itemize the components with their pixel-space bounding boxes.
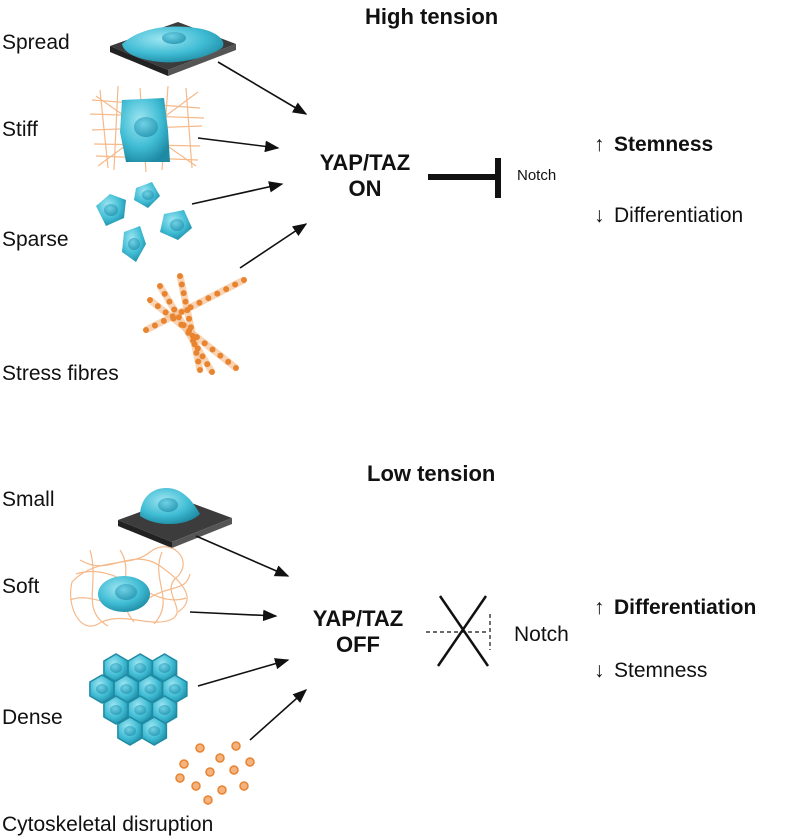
- stress-fibre-dot: [199, 353, 206, 360]
- input-label-stress-fibres: Stress fibres: [2, 362, 119, 385]
- stress-fibre-dot: [143, 327, 149, 333]
- stress-fibre-dot: [177, 273, 183, 279]
- input-label-small: Small: [2, 488, 55, 511]
- dense-cell-nucleus: [120, 684, 133, 694]
- stress-fibre-dot: [185, 329, 192, 336]
- high-outcome-down-label: Differentiation: [614, 204, 744, 227]
- low-input-arrows: [189, 535, 308, 741]
- inhibition-bar: [428, 158, 501, 198]
- small-cell-icon: [118, 488, 232, 548]
- stress-fibre-dot: [178, 281, 185, 288]
- stress-fibre-dots: [143, 273, 247, 375]
- dense-cell-nucleus: [158, 705, 171, 715]
- blocked-inhibition: [426, 595, 491, 667]
- dense-cell-nucleus: [134, 663, 147, 673]
- yap-taz-on-line1: YAP/TAZ: [319, 150, 411, 175]
- stress-fibre-dot: [180, 322, 187, 329]
- stress-fibre-dot: [184, 307, 191, 314]
- yap-taz-on-line2: ON: [348, 176, 382, 201]
- stress-fibre-dot: [209, 346, 216, 353]
- yap-taz-off-state: YAP/TAZ OFF: [302, 606, 414, 658]
- stress-fibre-dot: [214, 290, 221, 297]
- stress-fibre-dot: [193, 349, 200, 356]
- high-outcome-down: ↓ Differentiation: [594, 205, 743, 226]
- dense-cell-nucleus: [144, 684, 157, 694]
- notch-label-low: Notch: [514, 623, 569, 646]
- dense-cell-nucleus: [148, 726, 161, 736]
- low-outcome-down: ↓ Stemness: [594, 660, 707, 681]
- yap-taz-off-line1: YAP/TAZ: [312, 606, 404, 631]
- stress-fibre-dot: [191, 341, 198, 348]
- stress-fibre-dot: [161, 290, 168, 297]
- stress-fibre-dot: [171, 306, 178, 313]
- stress-fibre-dot: [205, 295, 212, 302]
- high-input-arrows: [191, 61, 308, 269]
- input-label-cytoskeletal-disruption: Cytoskeletal disruption: [2, 813, 214, 836]
- down-arrow-icon: ↓: [594, 659, 605, 682]
- stress-fibre-dot: [151, 322, 158, 329]
- notch-label-high: Notch: [517, 167, 557, 184]
- stress-fibre-dot: [209, 369, 215, 375]
- low-outcome-up: ↑ Differentiation: [594, 597, 756, 618]
- stress-fibre-dot: [223, 286, 230, 293]
- dense-cell-nucleus: [134, 705, 147, 715]
- stress-fibre-dot: [175, 314, 182, 321]
- disrupted-cytoskeleton-icon: [175, 741, 255, 805]
- input-label-soft: Soft: [2, 575, 40, 598]
- sparse-cells-icon: [96, 182, 192, 262]
- dense-cell-nucleus: [124, 726, 136, 736]
- dense-cell-nucleus: [110, 663, 122, 673]
- stress-fibre-dot: [201, 340, 208, 347]
- input-label-sparse: Sparse: [2, 228, 69, 251]
- stress-fibre-dot: [217, 352, 224, 359]
- stress-fibre-dot: [180, 290, 187, 297]
- stress-fibre-dot: [157, 283, 163, 289]
- stress-fibre-dot: [189, 332, 196, 339]
- stress-fibre-dot: [147, 297, 153, 303]
- stress-fibre-dot: [166, 298, 173, 305]
- stress-fibre-dot: [195, 358, 202, 365]
- stress-fibre-dot: [197, 367, 203, 373]
- dense-cell-nucleus: [96, 684, 108, 694]
- yap-taz-off-line2: OFF: [336, 632, 380, 657]
- stress-fibre-dot: [196, 299, 203, 306]
- low-tension-title: Low tension: [367, 461, 496, 486]
- stress-fibre-dot: [187, 324, 194, 331]
- stress-fibre-dot: [169, 313, 176, 320]
- stress-fibre-dot: [241, 277, 247, 283]
- stress-fibre-dot: [178, 308, 185, 315]
- stress-fibre-dot: [182, 298, 189, 305]
- stress-fibres-icon: [144, 275, 246, 374]
- input-label-spread: Spread: [2, 31, 70, 54]
- stress-fibre-dot: [233, 365, 239, 371]
- up-arrow-icon: ↑: [594, 596, 605, 619]
- stress-fibre-dot: [225, 358, 232, 365]
- stiff-cell-icon: [120, 98, 170, 162]
- stress-fibre-dot: [186, 315, 193, 322]
- stress-fibre-dot: [232, 281, 239, 288]
- input-label-stiff: Stiff: [2, 118, 38, 141]
- high-outcome-up-label: Stemness: [614, 133, 714, 156]
- dense-cell-nucleus: [158, 663, 171, 673]
- stress-fibre-dot: [162, 309, 169, 316]
- up-arrow-icon: ↑: [594, 133, 605, 156]
- high-outcome-up: ↑ Stemness: [594, 134, 713, 155]
- input-label-dense: Dense: [2, 706, 63, 729]
- spread-cell-icon: [110, 22, 236, 76]
- low-outcome-up-label: Differentiation: [614, 596, 757, 619]
- down-arrow-icon: ↓: [594, 204, 605, 227]
- low-outcome-down-label: Stemness: [614, 659, 708, 682]
- stress-fibre-dot: [154, 303, 161, 310]
- dense-cells-icon: [89, 653, 188, 746]
- dense-cell-nucleus: [168, 684, 181, 694]
- yap-taz-on-state: YAP/TAZ ON: [310, 150, 420, 202]
- stress-fibre-dot: [160, 317, 167, 324]
- high-tension-title: High tension: [365, 4, 499, 29]
- stress-fibre-dot: [204, 361, 211, 368]
- soft-cell-icon: [98, 576, 150, 612]
- dense-cell-nucleus: [110, 705, 122, 715]
